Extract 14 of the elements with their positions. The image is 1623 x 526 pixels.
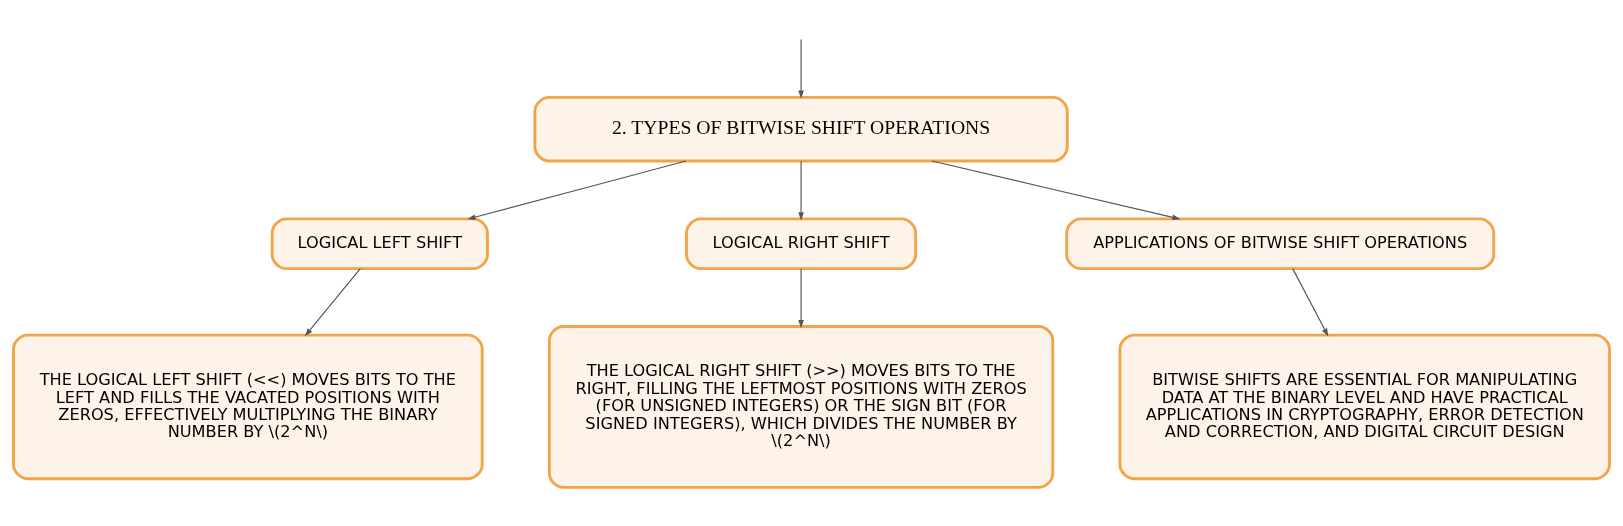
node-box: THE LOGICAL RIGHT SHIFT (>>) MOVES BITS TO THE RIGHT, FILLING THE LEFTMOST POSITIONS WITH ZEROS (FOR UNSIGNED INTEGERS) OR THE SIGN BIT (FOR SIGNED INTEGERS), WHICH DIVIDES THE NUMBER BY \(2^N\) bbox=[547, 325, 1055, 489]
arrow bbox=[467, 160, 687, 220]
arrow bbox=[798, 38, 804, 99]
arrow bbox=[1292, 268, 1329, 337]
arrow bbox=[931, 160, 1181, 221]
node-box: THE LOGICAL LEFT SHIFT (<<) MOVES BITS TO THE LEFT AND FILLS THE VACATED POSITIONS WITH ZEROS, EFFECTIVELY MULTIPLYING THE BINARY NUMBER BY \(2^N\) bbox=[12, 333, 484, 481]
node-box: LOGICAL LEFT SHIFT bbox=[270, 217, 489, 271]
arrow bbox=[798, 160, 804, 221]
node-box: 2. TYPES OF BITWISE SHIFT OPERATIONS bbox=[533, 95, 1069, 163]
node-box: BITWISE SHIFTS ARE ESSENTIAL FOR MANIPULATING DATA AT THE BINARY LEVEL AND HAVE PRACTICAL APPLICATIONS IN CRYPTOGRAPHY, ERROR DETECTION AND CORRECTION, AND DIGITAL CIRCUIT DESIGN bbox=[1118, 333, 1611, 481]
node-box: LOGICAL RIGHT SHIFT bbox=[685, 217, 918, 271]
node-box: APPLICATIONS OF BITWISE SHIFT OPERATIONS bbox=[1065, 217, 1496, 271]
arrow bbox=[304, 268, 361, 337]
arrow bbox=[798, 268, 804, 329]
